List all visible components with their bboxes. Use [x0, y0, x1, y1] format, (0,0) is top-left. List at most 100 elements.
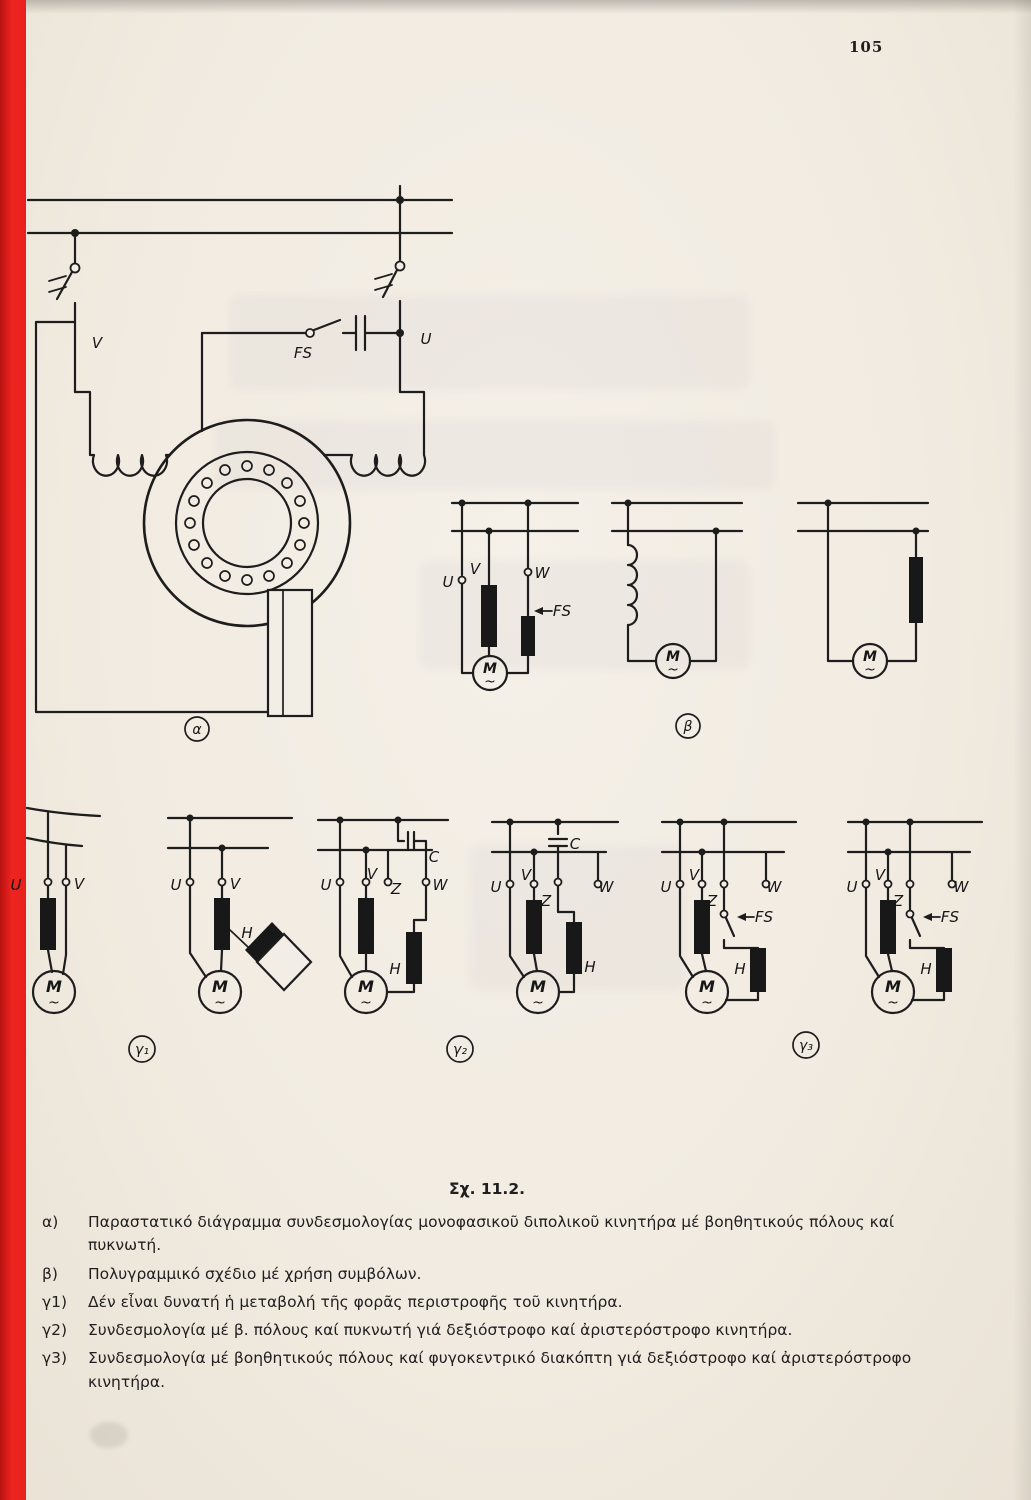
capacitor-label: C — [429, 848, 440, 866]
terminal-label-z: Z — [390, 880, 402, 898]
main-winding — [694, 900, 710, 954]
caption-entry-text: Συνδεσμολογία μέ β. πόλους καί πυκνωτή γ… — [88, 1321, 793, 1339]
motor-m-symbol: M ~ — [197, 969, 243, 1015]
svg-text:M: M — [358, 977, 374, 996]
svg-text:M: M — [530, 977, 546, 996]
figure-11-2-diagrams: V U — [11, 184, 984, 1063]
capacitor-icon — [547, 820, 569, 880]
motor-m-symbol: M ~ — [851, 642, 889, 680]
supply-lines — [26, 184, 454, 237]
fs-switch-label: FS — [294, 344, 313, 362]
svg-text:M: M — [46, 977, 62, 996]
terminal-label-v: V — [521, 866, 533, 884]
caption-entry-label: α) — [42, 1213, 59, 1231]
caption-entry: γ3) Συνδεσμολογία μέ βοηθητικούς πόλους … — [42, 1347, 932, 1394]
field-coil-left — [73, 390, 172, 477]
terminal-label-u: U — [847, 878, 858, 896]
page-number: 105 — [849, 38, 884, 56]
brush-box — [266, 588, 314, 718]
terminal-label-v: V — [367, 865, 379, 883]
svg-text:~: ~ — [887, 995, 899, 1011]
fs-arrow — [534, 607, 553, 615]
svg-text:~: ~ — [532, 995, 544, 1011]
svg-text:M: M — [666, 649, 680, 665]
terminal-label-u: U — [661, 878, 672, 896]
scan-top-shadow — [0, 0, 1031, 14]
caption-entry-text: Πολυγραμμικό σχέδιο μέ χρήση συμβόλων. — [88, 1264, 422, 1283]
beta-schematic-2: M ~ — [610, 499, 744, 680]
caption-entry-text: Παραστατικό διάγραμμα συνδεσμολογίας μον… — [88, 1213, 895, 1255]
terminal-label-u: U — [421, 330, 432, 348]
svg-text:γ₁: γ₁ — [135, 1042, 149, 1058]
terminal-label-u: U — [491, 878, 502, 896]
motor-m-symbol: M ~ — [870, 969, 916, 1015]
fs-switch-icon — [719, 886, 760, 950]
fs-switch-icon — [905, 886, 946, 950]
caption-entry: γ1) Δέν εἶναι δυνατή ἡ μεταβολή τῆς φορᾶ… — [42, 1291, 932, 1314]
caption-entry-label: γ2) — [42, 1321, 68, 1339]
caption-entry-text: Συνδεσμολογία μέ βοηθητικούς πόλους καί … — [88, 1349, 912, 1391]
scan-right-shade — [1013, 0, 1031, 1500]
diagram-label-gamma2: γ₂ — [446, 1035, 474, 1063]
centrifugal-switch-and-capacitor — [200, 314, 404, 433]
terminal-label-v: V — [230, 875, 242, 893]
terminal-label-u: U — [171, 876, 182, 894]
svg-text:~: ~ — [214, 995, 226, 1011]
terminal-label-v: V — [689, 866, 701, 884]
fs-switch-label: FS — [941, 908, 960, 926]
svg-text:M: M — [885, 977, 901, 996]
svg-text:~: ~ — [360, 995, 372, 1011]
diagram-label-gamma3: γ₃ — [792, 1031, 820, 1059]
diagram-label-alpha: α — [184, 716, 210, 742]
h-winding-label: H — [241, 924, 252, 942]
main-winding — [526, 900, 542, 954]
main-winding — [358, 898, 374, 954]
winding — [909, 557, 923, 623]
motor-m-symbol: M ~ — [515, 969, 561, 1015]
terminal-label-u: U — [443, 573, 454, 591]
caption-entry-text: Δέν εἶναι δυνατή ἡ μεταβολή τῆς φορᾶς πε… — [88, 1292, 623, 1311]
figure-caption: Σχ. 11.2. α) Παραστατικό διάγραμμα συνδε… — [42, 1180, 932, 1399]
gamma3-right: FS U V Z W H M ~ — [847, 818, 984, 1015]
terminal-label-v: V — [74, 875, 86, 893]
stator-and-rotor — [142, 418, 352, 628]
diagram-alpha: V U — [26, 184, 454, 742]
scan-smudge — [90, 1422, 128, 1448]
terminal-label-w: W — [954, 878, 970, 896]
diagram-label-gamma1: γ₁ — [128, 1035, 156, 1063]
terminal-label-v: V — [875, 866, 887, 884]
gamma2-right: C U V Z W H M ~ — [491, 818, 620, 1015]
motor-m-symbol: M ~ — [343, 969, 389, 1015]
aux-winding — [566, 922, 582, 974]
caption-entry-label: β) — [42, 1264, 58, 1283]
beta-schematic-3: M ~ — [796, 499, 930, 680]
main-winding — [481, 585, 497, 647]
motor-m-symbol: M ~ — [684, 969, 730, 1015]
motor-m-symbol: M ~ — [31, 969, 77, 1015]
knife-switch-right-icon — [374, 198, 406, 394]
terminal-label-w: W — [599, 878, 615, 896]
svg-text:~: ~ — [864, 662, 876, 678]
terminal-label-w: W — [433, 876, 449, 894]
h-winding-label: H — [734, 960, 745, 978]
svg-text:~: ~ — [701, 995, 713, 1011]
terminal-label-v: V — [470, 560, 482, 578]
gamma1-left: U V M ~ — [11, 806, 102, 1015]
h-winding-label: H — [584, 958, 595, 976]
knife-switch-left-icon — [48, 231, 81, 394]
main-winding — [40, 898, 56, 950]
h-winding-label: H — [389, 960, 400, 978]
svg-text:γ₃: γ₃ — [799, 1038, 813, 1054]
capacitor-icon — [396, 818, 428, 880]
diagram-beta: U V W FS M ~ — [443, 499, 930, 739]
svg-text:~: ~ — [484, 674, 496, 690]
caption-entry: β) Πολυγραμμικό σχέδιο μέ χρήση συμβόλων… — [42, 1263, 932, 1286]
terminal-label-w: W — [535, 564, 551, 582]
diagram-label-beta: β — [675, 713, 701, 739]
terminal-label-z: Z — [540, 892, 552, 910]
fs-arrow — [923, 913, 941, 921]
motor-m-symbol: M ~ — [471, 654, 509, 692]
caption-entry-label: γ1) — [42, 1292, 68, 1311]
beta-schematic-1: U V W FS M ~ — [443, 499, 580, 692]
